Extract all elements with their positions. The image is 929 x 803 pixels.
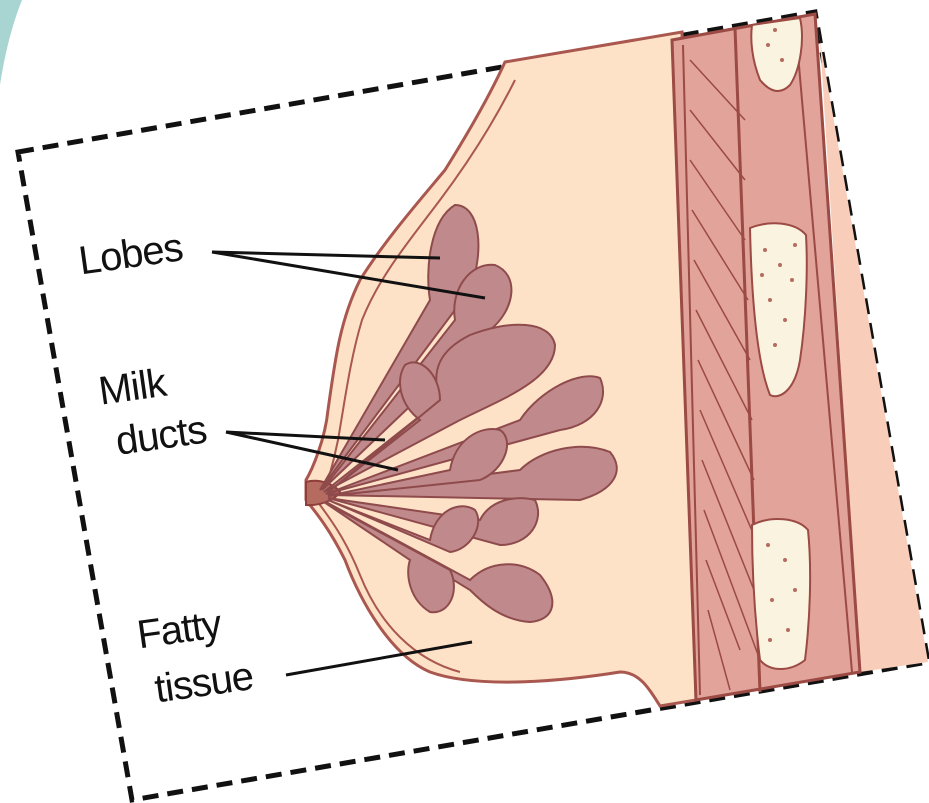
label-milk: Milk bbox=[96, 361, 171, 414]
corner-decoration bbox=[0, 0, 22, 85]
label-fatty: Fatty bbox=[134, 602, 224, 657]
label-lobes: Lobes bbox=[76, 225, 185, 283]
label-tissue: tissue bbox=[152, 654, 256, 711]
rib-bottom bbox=[752, 519, 810, 669]
label-ducts: ducts bbox=[113, 408, 209, 464]
